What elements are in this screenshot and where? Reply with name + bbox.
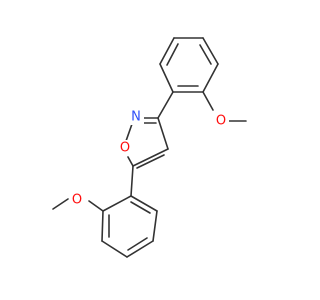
- ring-oxygen-text: O: [120, 141, 130, 156]
- upper-phenyl-ring: [157, 37, 247, 122]
- upper-methoxy-oxygen-label: O: [213, 113, 229, 129]
- ring-oxygen-label: O: [117, 140, 133, 156]
- molecule-structure: O N O O: [52, 37, 247, 258]
- bond-c4-c5: [132, 148, 169, 167]
- bond-c3-phenyl-upper: [157, 91, 174, 119]
- bond-phenyl-methoxy-lower: [88, 200, 104, 212]
- bond-methoxy-methyl-lower: [52, 198, 69, 210]
- bond-c5-o: [127, 156, 134, 167]
- lower-phenyl-ring: [52, 165, 158, 258]
- bond-c4-c5-double: [136, 154, 165, 169]
- upper-methoxy-oxygen-text: O: [216, 114, 226, 129]
- bond-c5-phenyl-lower: [130, 165, 134, 197]
- bond-phenyl-methoxy-upper: [202, 91, 214, 111]
- bond-c3-c4: [157, 117, 169, 150]
- lower-methoxy-oxygen-text: O: [72, 193, 82, 208]
- ring-nitrogen-label: N: [128, 109, 144, 125]
- bond-o-n: [125, 123, 133, 142]
- ring-nitrogen-text: N: [131, 110, 141, 125]
- lower-methoxy-oxygen-label: O: [69, 192, 85, 208]
